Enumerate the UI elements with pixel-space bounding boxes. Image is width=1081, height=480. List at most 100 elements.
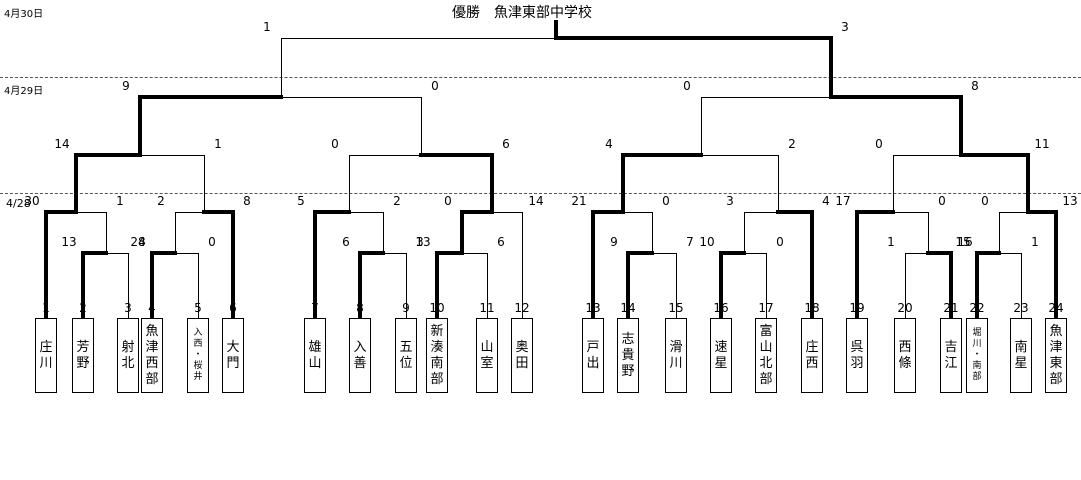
bracket-line [675,253,677,318]
score-right: 0 [776,235,784,249]
score-right: 2 [393,194,401,208]
bracket-line [743,211,779,213]
team-name-box: 山室 [476,318,498,393]
bracket-line [74,155,78,212]
bracket-line [975,253,979,318]
bracket-line [348,154,422,156]
bracket-line [829,95,963,99]
date-divider-1 [0,77,1081,78]
team-number: 4 [148,301,156,315]
bracket-line [621,155,625,212]
team-number: 11 [479,301,495,315]
score-right: 6 [497,235,505,249]
bracket-line [904,253,906,318]
bracket-line [44,210,78,214]
score-left: 0 [683,79,691,93]
score-right: 3 [841,20,849,34]
team-number: 5 [194,301,202,315]
bracket-line [1026,155,1030,212]
bracket-line [174,252,199,254]
bracket-line [348,211,384,213]
team-number: 19 [849,301,865,315]
bracket-line [313,210,351,214]
score-left: 13 [415,235,431,249]
team-name-box: 入西・桜井 [187,318,209,393]
bracket-line [892,154,962,156]
bracket-line [44,212,48,318]
bracket-line [998,211,1029,213]
bracket-line [700,97,702,155]
team-number: 10 [429,301,445,315]
bracket-line [591,212,595,318]
bracket-line [892,155,894,212]
score-left: 2 [157,194,165,208]
bracket-line [700,154,779,156]
team-name-box: 戸出 [582,318,604,393]
bracket-line [231,212,235,318]
champion-stem [554,20,558,38]
score-left: 6 [342,235,350,249]
bracket-line [202,210,235,214]
bracket-line [174,211,205,213]
team-name-box: 南星 [1010,318,1032,393]
score-left: 0 [444,194,452,208]
bracket-line [348,155,350,212]
bracket-line [490,155,494,212]
bracket-line [138,97,142,155]
bracket-line [621,153,703,157]
bracket-line [358,253,362,318]
bracket-line [926,251,953,255]
team-number: 13 [585,301,601,315]
team-number: 12 [514,301,530,315]
team-name-box: 雄山 [304,318,326,393]
score-right: 1 [1031,235,1039,249]
bracket-line [174,212,176,253]
team-name-box: 滑川 [665,318,687,393]
team-name-box: 五位 [395,318,417,393]
team-number: 2 [79,301,87,315]
bracket-line [1020,253,1022,318]
score-left: 1 [887,235,895,249]
team-name-box: 魚津西部 [141,318,163,393]
bracket-line [491,211,523,213]
score-right: 4 [138,235,146,249]
team-number: 7 [311,301,319,315]
bracket-line [949,253,953,318]
bracket-line [743,252,767,254]
date-label-final: 4月30日 [4,9,44,20]
score-left: 9 [610,235,618,249]
bracket-line [959,97,963,155]
team-name-box: 魚津東部 [1045,318,1067,393]
bracket-line [419,153,494,157]
score-left: 0 [331,137,339,151]
bracket-line [127,253,129,318]
bracket-line [382,252,407,254]
bracket-line [382,212,384,253]
score-left: 0 [981,194,989,208]
team-number: 6 [229,301,237,315]
bracket-line [719,253,723,318]
score-right: 11 [1034,137,1050,151]
bracket-line [829,38,833,97]
team-name-box: 速星 [710,318,732,393]
score-left: 30 [24,194,40,208]
bracket-line [405,253,407,318]
score-right: 1 [214,137,222,151]
bracket-line [486,253,488,318]
bracket-line [651,212,653,253]
bracket-line [150,253,154,318]
bracket-line [81,251,108,255]
score-right: 8 [243,194,251,208]
bracket-line [280,37,557,39]
score-left: 10 [699,235,715,249]
bracket-line [1026,210,1058,214]
bracket-line [139,154,205,156]
bracket-line [313,212,317,318]
bracket-line [74,153,142,157]
bracket-line [138,95,283,99]
bracket-line [150,251,177,255]
team-number: 20 [897,301,913,315]
champion-title: 優勝 魚津東部中学校 [452,5,592,21]
score-right: 14 [528,194,544,208]
bracket-line [105,212,107,253]
